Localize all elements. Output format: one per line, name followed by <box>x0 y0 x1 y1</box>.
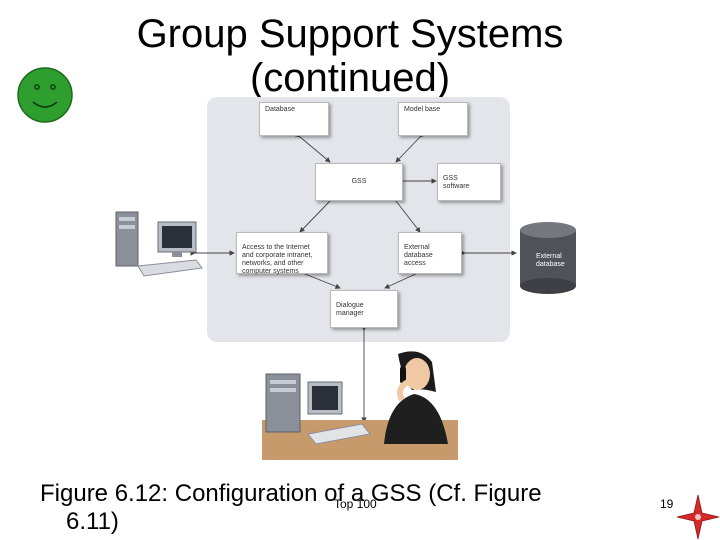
box-external-access: External database access <box>398 232 462 274</box>
external-database-label: External database <box>536 253 565 268</box>
database-cylinder-icon <box>520 222 576 294</box>
box-model-base-label: Model base <box>404 106 441 113</box>
box-database-label: Database <box>265 106 295 113</box>
box-gss-label: GSS <box>351 178 367 185</box>
title-line-2: (continued) <box>249 56 451 100</box>
box-access: Access to the Internet and corporate int… <box>236 232 328 275</box>
box-dialogue-manager: Dialogue manager <box>330 290 398 328</box>
figure-caption: Figure 6.12: Configuration of a GSS (Cf.… <box>40 480 640 536</box>
box-model-base: Model base <box>398 102 468 136</box>
slide-title: Group Support Systems (continued) <box>100 12 600 100</box>
arrow-modelbase-gss <box>395 131 426 163</box>
smiley-icon <box>17 67 73 123</box>
box-database: Database <box>259 102 329 136</box>
caption-line-1: Figure 6.12: Configuration of a GSS (Cf.… <box>40 480 542 507</box>
box-gss-software-label: GSS software <box>443 175 470 190</box>
top-100-label: Top 100 <box>334 497 377 511</box>
caption-line-2: 6.11) <box>66 508 119 535</box>
arrow-gss-external <box>391 195 421 233</box>
box-external-access-label: External database access <box>404 244 433 267</box>
arrow-database-gss <box>294 132 331 163</box>
page-number: 19 <box>660 497 674 511</box>
computer-workstation-icon <box>115 211 203 277</box>
box-access-label: Access to the Internet and corporate int… <box>242 244 313 275</box>
arrow-gss-access <box>299 195 336 233</box>
box-gss: GSS <box>315 163 403 201</box>
title-line-1: Group Support Systems <box>136 12 564 56</box>
arrow-access-dialogue <box>294 267 341 289</box>
box-gss-software: GSS software <box>437 163 501 201</box>
navigation-star-icon[interactable] <box>676 494 720 540</box>
arrow-external-dialogue <box>384 267 426 289</box>
box-dialogue-manager-label: Dialogue manager <box>336 302 364 317</box>
user-with-phone-image <box>262 351 458 460</box>
